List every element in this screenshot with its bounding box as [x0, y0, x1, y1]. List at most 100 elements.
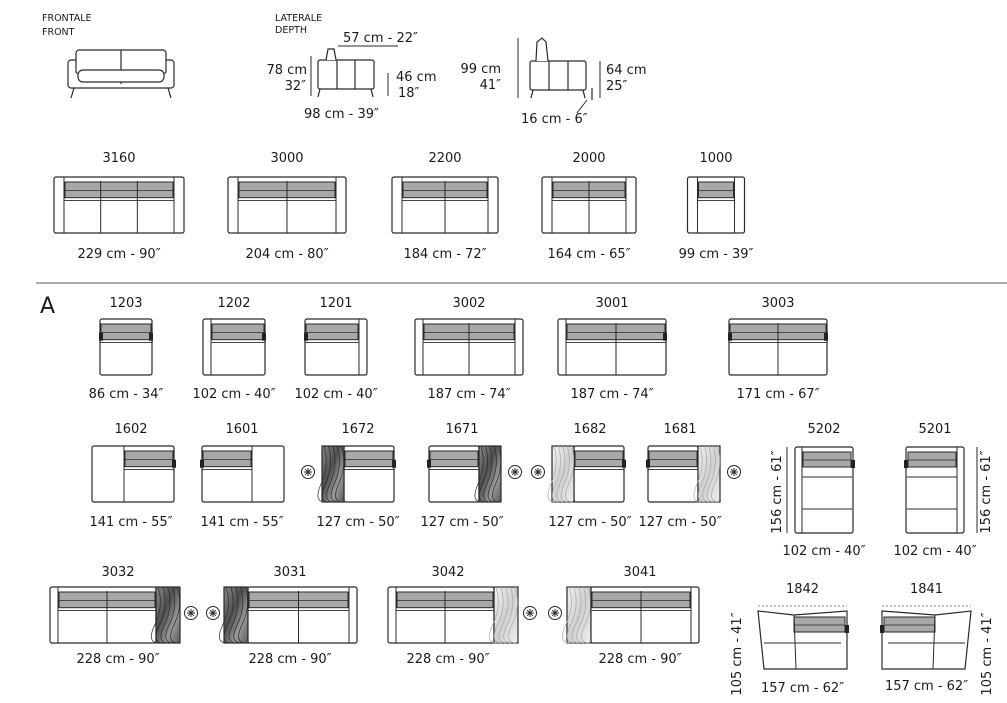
recl-height-in: 41″	[480, 78, 502, 93]
module-code-1682: 1682	[573, 422, 606, 437]
depth-bottom-dimension: 98 cm - 39″	[304, 107, 379, 122]
section-label: A	[40, 294, 55, 319]
front-sofa-drawing	[67, 49, 175, 99]
sofa-code-2000: 2000	[572, 151, 605, 166]
sofa-size-3000: 204 cm - 80″	[245, 247, 328, 262]
side-sofa-drawing	[317, 48, 375, 98]
configuration-grid: 1203 86 cm - 34″ 1202 102 cm - 40″ 1201 102 c…	[49, 296, 995, 696]
module-size-3003: 171 cm - 67″	[736, 387, 819, 402]
front-label-it: FRONTALE	[42, 13, 92, 24]
front-label-en: FRONT	[42, 27, 75, 38]
module-code-3041: 3041	[623, 565, 656, 580]
module-size-1841: 157 cm - 62″	[885, 679, 968, 694]
module-code-1681: 1681	[663, 422, 696, 437]
module-size-3032: 228 cm - 90″	[76, 652, 159, 667]
module-code-5201: 5201	[918, 422, 951, 437]
module-code-1202: 1202	[217, 296, 250, 311]
corner-1842-icon	[757, 605, 849, 670]
module-code-5202: 5202	[807, 422, 840, 437]
chaise-5202-icon	[794, 446, 855, 534]
recliner-motion-symbol-icon	[727, 465, 741, 479]
table-unit-1681-icon	[693, 445, 721, 503]
module-code-1842: 1842	[786, 582, 819, 597]
recliner-motion-symbol-icon	[301, 465, 315, 479]
recliner-motion-symbol-icon	[508, 465, 522, 479]
recliner-motion-symbol-icon	[184, 606, 198, 620]
module-size-1202: 102 cm - 40″	[192, 387, 275, 402]
height-in: 32″	[285, 79, 307, 94]
module-3031-icon	[247, 586, 358, 644]
module-3042-icon	[387, 586, 495, 644]
module-code-3002: 3002	[452, 296, 485, 311]
module-1671-icon	[427, 445, 480, 503]
front-view: FRONTALE FRONT	[42, 13, 175, 99]
module-code-3001: 3001	[595, 296, 628, 311]
module-code-3003: 3003	[761, 296, 794, 311]
side-view: LATERALE DEPTH 57 cm - 22″ 78 cm 32″ 46 …	[267, 13, 437, 122]
module-size-1602: 141 cm - 55″	[89, 515, 172, 530]
module-size-5201: 102 cm - 40″	[893, 544, 976, 559]
recl-gap-arrow	[576, 99, 588, 114]
module-code-3032: 3032	[101, 565, 134, 580]
recliner-motion-symbol-icon	[206, 606, 220, 620]
recliner-motion-symbol-icon	[523, 606, 537, 620]
module-code-3031: 3031	[273, 565, 306, 580]
module-size-1601: 141 cm - 55″	[200, 515, 283, 530]
module-depth-1842: 105 cm - 41″	[730, 612, 745, 695]
module-size-3042: 228 cm - 90″	[406, 652, 489, 667]
table-unit-1682-icon	[547, 445, 575, 503]
sofa-3000-icon	[227, 176, 347, 234]
module-size-1203: 86 cm - 34″	[89, 387, 164, 402]
module-1602-icon	[91, 445, 176, 503]
module-code-3042: 3042	[431, 565, 464, 580]
module-size-1201: 102 cm - 40″	[294, 387, 377, 402]
side-view-reclined: 99 cm 41″ 64 cm 25″ 16 cm - 6″	[461, 37, 647, 127]
module-size-1671: 127 cm - 50″	[420, 515, 503, 530]
module-code-1203: 1203	[109, 296, 142, 311]
module-3041-icon	[590, 586, 700, 644]
module-1203-icon	[99, 318, 153, 376]
recl-gap-dimension: 16 cm - 6″	[521, 112, 588, 127]
module-1202-icon	[202, 318, 266, 376]
module-code-1601: 1601	[225, 422, 258, 437]
depth-label-it: LATERALE	[275, 13, 322, 24]
sofa-size-2200: 184 cm - 72″	[403, 247, 486, 262]
sofa-code-1000: 1000	[699, 151, 732, 166]
sofa-code-3160: 3160	[102, 151, 135, 166]
recliner-side-drawing	[529, 37, 593, 100]
table-unit-1671-icon	[474, 445, 502, 503]
module-1672-icon	[343, 445, 396, 503]
sofa-code-2200: 2200	[428, 151, 461, 166]
module-depth-5201: 156 cm - 61″	[979, 450, 994, 533]
chaise-5201-icon	[904, 446, 965, 534]
module-code-1672: 1672	[341, 422, 374, 437]
module-size-3002: 187 cm - 74″	[427, 387, 510, 402]
module-code-1841: 1841	[910, 582, 943, 597]
depth-top-dimension: 57 cm - 22″	[343, 31, 418, 46]
recl-height-cm: 99 cm	[461, 62, 502, 77]
module-1681-icon	[646, 445, 699, 503]
module-1601-icon	[200, 445, 285, 503]
recl-seat-cm: 64 cm	[606, 63, 647, 78]
seat-cm: 46 cm	[396, 70, 437, 85]
module-code-1671: 1671	[445, 422, 478, 437]
module-code-1201: 1201	[319, 296, 352, 311]
table-unit-3042-icon	[488, 586, 519, 644]
table-unit-1672-icon	[317, 445, 345, 503]
seat-in: 18″	[398, 86, 420, 101]
table-unit-3031-icon	[218, 586, 249, 644]
module-size-1672: 127 cm - 50″	[316, 515, 399, 530]
module-size-3001: 187 cm - 74″	[570, 387, 653, 402]
module-3001-icon	[557, 318, 667, 376]
height-cm: 78 cm	[267, 63, 308, 78]
sofa-size-1000: 99 cm - 39″	[679, 247, 754, 262]
recliner-motion-symbol-icon	[548, 606, 562, 620]
sofa-size-2000: 164 cm - 65″	[547, 247, 630, 262]
sofa-3160-icon	[53, 176, 185, 234]
table-unit-3032-icon	[150, 586, 181, 644]
module-3002-icon	[414, 318, 524, 376]
recl-seat-in: 25″	[606, 79, 628, 94]
module-size-1842: 157 cm - 62″	[761, 681, 844, 696]
